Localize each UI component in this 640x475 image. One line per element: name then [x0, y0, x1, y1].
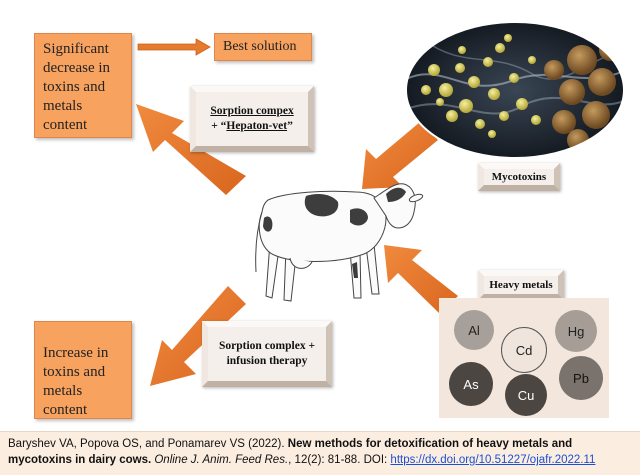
- spore-dot: [468, 76, 480, 88]
- cow-illustration: [255, 183, 424, 302]
- metal-cu-label: Cu: [517, 387, 535, 403]
- citation-doi-link[interactable]: https://dx.doi.org/10.51227/ojafr.2022.1…: [390, 454, 596, 466]
- hepaton-vet-name: Hepaton-vet: [226, 120, 288, 132]
- citation-caption: Baryshev VA, Popova OS, and Ponamarev VS…: [0, 431, 640, 475]
- heavy-metals-label: Heavy metals: [478, 270, 564, 300]
- increase-box: Increase in toxins and metals content: [34, 321, 132, 419]
- metal-cd-label: Cd: [515, 342, 533, 358]
- arrow-from-heavy-metals: [384, 245, 458, 314]
- citation-title: New methods for detoxification of heavy …: [8, 438, 573, 466]
- flow-arrows: [136, 38, 458, 386]
- spore-dot: [509, 73, 519, 83]
- best-solution-box: Best solution: [214, 33, 312, 61]
- arrow-from-mycotoxins: [362, 122, 438, 189]
- citation-volume: , 12(2): 81-88. DOI:: [288, 454, 391, 466]
- spore-dot: [439, 83, 453, 97]
- spore-dot: [459, 99, 473, 113]
- sorption-infusion-line2: infusion therapy: [226, 355, 308, 367]
- metal-cd: Cd: [501, 327, 547, 373]
- significant-decrease-box: Significant decrease in toxins and metal…: [34, 33, 132, 138]
- spore-dot: [531, 115, 541, 125]
- metal-al: Al: [454, 310, 494, 350]
- quote-open: + “: [211, 120, 227, 132]
- citation-authors: Baryshev VA, Popova OS, and Ponamarev VS…: [8, 438, 288, 450]
- spore-dot: [499, 111, 509, 121]
- arrow-to-best-solution: [137, 38, 211, 56]
- spore-dot: [516, 98, 528, 110]
- spore-dot: [428, 64, 440, 76]
- sorption-infusion-line1: Sorption complex +: [219, 340, 315, 352]
- metal-as: As: [449, 362, 493, 406]
- metal-pb: Pb: [559, 356, 603, 400]
- spore-dot: [483, 57, 493, 67]
- metal-hg-label: Hg: [567, 323, 585, 339]
- spore-dot: [455, 63, 465, 73]
- metal-as-label: As: [463, 376, 479, 392]
- sorption-hepaton-line1: Sorption compex: [210, 105, 294, 117]
- spore-dot: [488, 130, 496, 138]
- metal-hg: Hg: [555, 310, 597, 352]
- mold-image: [405, 21, 625, 159]
- quote-close: ”: [287, 120, 293, 132]
- sorption-hepaton-label: Sorption compex + “Hepaton-vet”: [190, 86, 314, 152]
- sorption-infusion-label: Sorption complex + infusion therapy: [202, 321, 332, 387]
- spore-dot: [446, 110, 458, 122]
- metal-pb-label: Pb: [573, 370, 589, 386]
- metal-cu: Cu: [505, 374, 547, 416]
- spore-dot: [436, 98, 444, 106]
- spore-dot: [495, 43, 505, 53]
- heavy-metals-panel: Al Cd Hg As Cu Pb: [439, 298, 609, 418]
- mycotoxins-label: Mycotoxins: [478, 163, 560, 191]
- spore-dot: [421, 85, 431, 95]
- significant-decrease-text: Significant decrease in toxins and metal…: [43, 41, 111, 133]
- arrow-to-increase-box: [150, 286, 246, 386]
- metal-al-label: Al: [468, 322, 480, 338]
- spore-dot: [504, 34, 512, 42]
- spore-dot: [458, 46, 466, 54]
- mycotoxins-text: Mycotoxins: [491, 170, 547, 183]
- increase-text: Increase in toxins and metals content: [43, 345, 109, 418]
- best-solution-text: Best solution: [223, 39, 297, 54]
- spore-dot: [528, 56, 536, 64]
- citation-journal: Online J. Anim. Feed Res.: [151, 454, 289, 466]
- spore-dot: [488, 88, 500, 100]
- spore-dot: [475, 119, 485, 129]
- heavy-metals-text: Heavy metals: [489, 278, 553, 291]
